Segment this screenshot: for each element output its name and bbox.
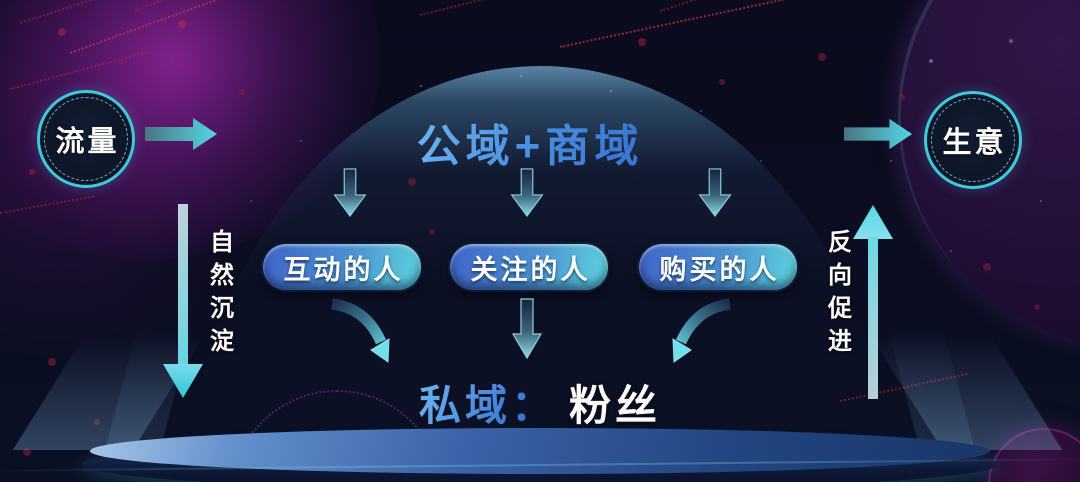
node-business: 生意: [924, 91, 1022, 189]
right-flow-char: 进: [828, 328, 852, 355]
segment-pill-interact: 互动的人: [261, 242, 423, 292]
bottom-domain-label: 私域： 粉丝: [310, 372, 770, 433]
arrow-right-icon: [145, 118, 217, 150]
top-domain-label: 公域+商域: [330, 110, 730, 174]
left-flow-char: 沉: [210, 295, 234, 322]
dot-trail-decor: [420, 0, 615, 16]
left-flow-char: 淀: [210, 328, 234, 355]
node-traffic: 流量: [37, 90, 135, 188]
left-flow-char: 然: [210, 262, 234, 289]
arrow-right-icon: [844, 118, 913, 150]
down-arrow-icon: [698, 168, 732, 218]
dashed-ring-decor: [931, 98, 1015, 182]
down-arrow-icon: [333, 168, 367, 218]
star-dots-decor: [0, 0, 2, 2]
private-domain-prefix: 私域：: [418, 382, 557, 429]
segment-pill-label: 互动的人: [283, 254, 404, 285]
node-business-label: 生意: [942, 127, 1007, 159]
long-down-arrow-icon: [163, 204, 203, 398]
segment-pill-follow: 关注的人: [448, 242, 610, 292]
right-flow-char: 促: [828, 295, 852, 322]
curved-arrow-icon: [672, 298, 731, 363]
fans-label: 粉丝: [569, 382, 662, 429]
left-flow-label: 自 然 沉 淀: [207, 226, 237, 358]
dashed-ring-decor: [44, 97, 128, 181]
segment-pill-label: 购买的人: [659, 254, 780, 285]
curved-arrow-icon: [331, 298, 390, 363]
right-flow-label: 反 向 促 进: [825, 226, 855, 358]
left-flow-char: 自: [210, 229, 234, 256]
stage-platform: [90, 428, 990, 474]
dot-trail-decor: [560, 0, 815, 48]
long-up-arrow-icon: [853, 205, 893, 399]
down-arrow-icon: [510, 168, 544, 218]
segment-pill-buy: 购买的人: [637, 242, 799, 292]
right-flow-char: 反: [828, 229, 852, 256]
right-flow-char: 向: [828, 262, 852, 289]
down-arrow-icon: [511, 298, 543, 360]
node-traffic-label: 流量: [55, 126, 120, 158]
segment-pill-label: 关注的人: [470, 254, 591, 285]
